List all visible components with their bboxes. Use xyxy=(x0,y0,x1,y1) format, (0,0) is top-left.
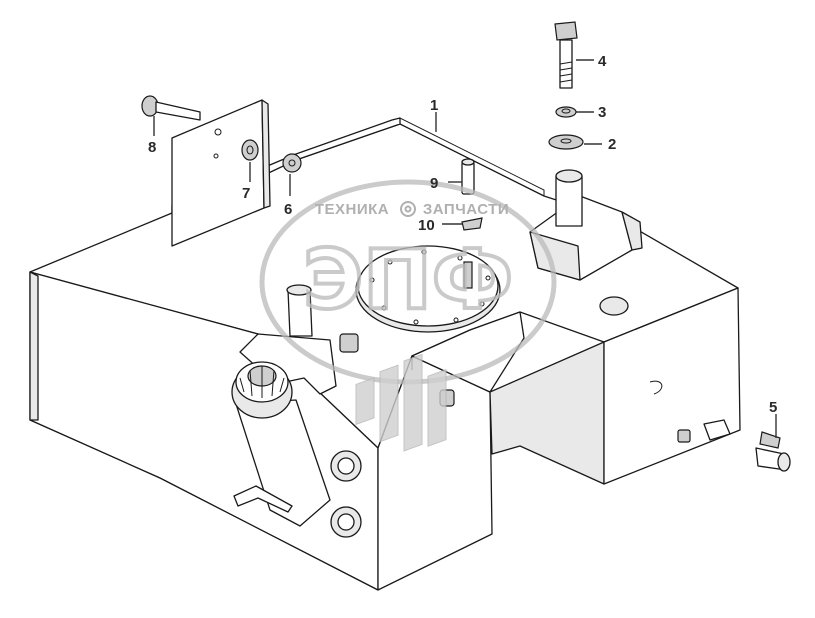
clip-10 xyxy=(461,217,483,231)
gear-icon xyxy=(400,201,416,217)
sight-gauge-upper-inner xyxy=(337,457,355,475)
inspection-cover xyxy=(355,245,501,333)
callout-1: 1 xyxy=(430,97,438,114)
valve-5-lever xyxy=(759,431,781,449)
right-box-details xyxy=(599,296,731,443)
tank-recess xyxy=(489,341,605,485)
callout-7: 7 xyxy=(242,185,250,202)
drain-fitting xyxy=(703,419,731,441)
watermark: ЭПФ ТЕХНИКА ЗАПЧАСТИ xyxy=(259,179,557,452)
tank-handle-left xyxy=(233,485,293,513)
watermark-logo-letters: ЭПФ xyxy=(303,233,513,328)
tank-assembly xyxy=(29,117,741,591)
sender-tube xyxy=(463,261,473,289)
hook xyxy=(649,380,663,395)
part-washer-7 xyxy=(241,139,259,161)
tank-left-end-face xyxy=(29,271,39,421)
part-clip-10 xyxy=(461,217,483,231)
part-pin-9 xyxy=(461,158,475,195)
nut-6 xyxy=(282,153,302,173)
callout-6: 6 xyxy=(284,201,292,218)
callout-2: 2 xyxy=(608,136,616,153)
callout-3: 3 xyxy=(598,104,606,121)
round-port xyxy=(599,296,629,316)
filler-neck-assembly xyxy=(231,284,455,538)
watermark-right-text: ЗАПЧАСТИ xyxy=(423,201,509,218)
breather-pipe xyxy=(555,175,583,227)
bracket-hole-lower xyxy=(213,153,219,159)
bolt-8-shank xyxy=(155,101,201,121)
callout-labels: 1 2 3 4 5 6 7 8 9 10 xyxy=(148,53,777,416)
watermark-bars xyxy=(355,353,447,452)
part-washer-3 xyxy=(555,106,577,118)
part-bolt-4 xyxy=(554,21,578,89)
part-nut-6 xyxy=(282,153,302,173)
watermark-left-text: ТЕХНИКА xyxy=(315,201,389,218)
callout-10: 10 xyxy=(418,217,435,234)
part-washer-2 xyxy=(548,134,584,150)
callout-9: 9 xyxy=(430,175,438,192)
callout-4: 4 xyxy=(598,53,607,70)
callout-5: 5 xyxy=(769,399,777,416)
bracket-hole-upper xyxy=(214,128,222,136)
mounting-bracket xyxy=(171,99,271,247)
part-drain-valve-5 xyxy=(755,431,791,472)
pipe-top xyxy=(286,284,312,296)
breather-housing xyxy=(529,169,643,281)
callout-8: 8 xyxy=(148,139,156,156)
part-bolt-8 xyxy=(141,95,201,121)
housing-flange xyxy=(621,211,643,251)
washer-7 xyxy=(241,139,259,161)
bracket-edge xyxy=(261,99,271,209)
valve-5-outlet xyxy=(777,452,791,472)
cover-plate xyxy=(357,245,499,327)
bolt-4-head xyxy=(554,21,578,41)
drain-plug-small xyxy=(677,429,691,443)
breather-pipe-top xyxy=(555,169,583,183)
leader-lines xyxy=(153,59,777,438)
small-plug xyxy=(339,333,359,353)
washer-2 xyxy=(548,134,584,150)
sight-gauge-lower-inner xyxy=(337,513,355,531)
tank-step-top xyxy=(411,311,525,393)
